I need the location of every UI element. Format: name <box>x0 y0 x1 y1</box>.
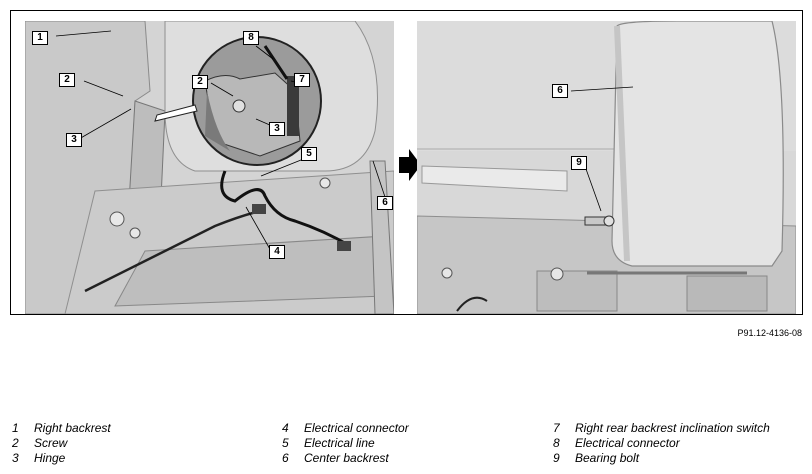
right-illustration <box>417 21 796 314</box>
illustration-frame: 1 2 3 4 5 6 7 8 2 3 6 9 <box>10 10 803 315</box>
callout-9: 9 <box>571 156 587 170</box>
callout-3-detail: 3 <box>269 122 285 136</box>
arrow-right-icon <box>399 149 421 181</box>
callout-4: 4 <box>269 245 285 259</box>
callout-6-left: 6 <box>377 196 393 210</box>
left-illustration <box>25 21 394 314</box>
callout-8: 8 <box>243 31 259 45</box>
right-illustration-drawing <box>417 21 796 314</box>
callout-3: 3 <box>66 133 82 147</box>
callout-2: 2 <box>59 73 75 87</box>
callout-leaders <box>55 30 634 252</box>
callout-5: 5 <box>301 147 317 161</box>
callout-6-right: 6 <box>552 84 568 98</box>
left-illustration-drawing <box>25 21 394 314</box>
callout-1: 1 <box>32 31 48 45</box>
callout-2-detail: 2 <box>192 75 208 89</box>
figure-code: P91.12-4136-08 <box>737 328 802 338</box>
callout-7: 7 <box>294 73 310 87</box>
